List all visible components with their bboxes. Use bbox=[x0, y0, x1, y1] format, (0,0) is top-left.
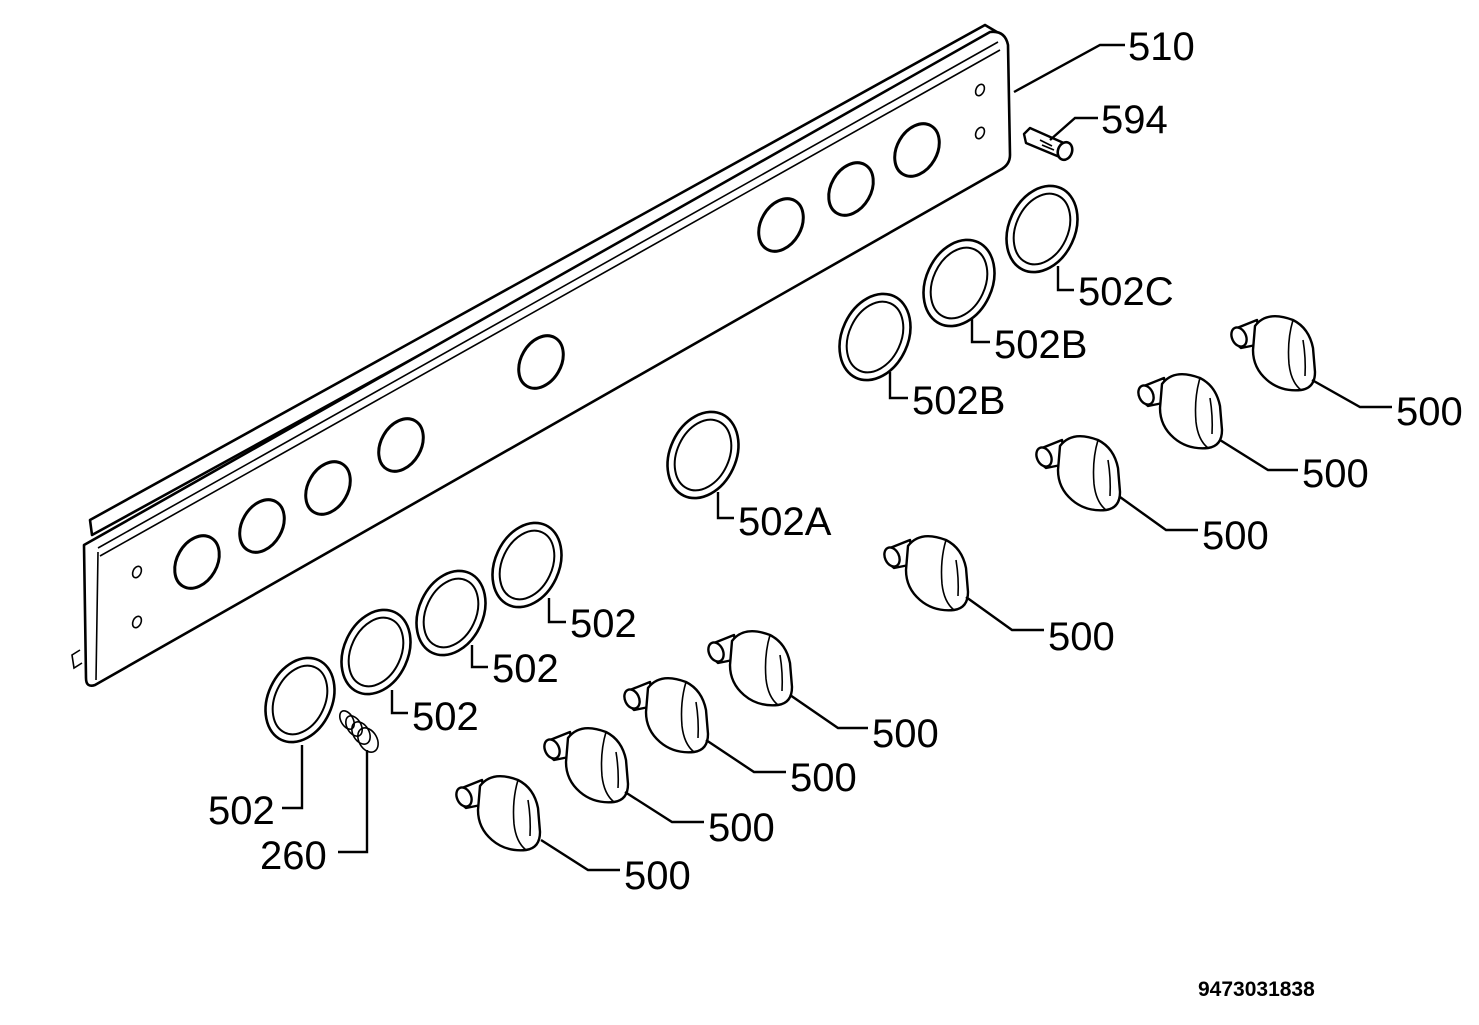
knob-3 bbox=[1035, 434, 1122, 512]
bezel-rings bbox=[264, 184, 1079, 744]
label-510: 510 bbox=[1128, 25, 1195, 69]
label-500-7: 500 bbox=[708, 806, 775, 850]
control-panel bbox=[71, 23, 1012, 687]
knob-5 bbox=[707, 629, 794, 707]
part-labels: 510 594 502C 502B 502B 502A 502 502 502 … bbox=[208, 25, 1463, 1001]
label-502b-lower: 502B bbox=[912, 379, 1005, 423]
label-500-5: 500 bbox=[872, 712, 939, 756]
pin-part bbox=[1022, 126, 1074, 162]
spring-part bbox=[338, 710, 379, 753]
label-500-3: 500 bbox=[1202, 514, 1269, 558]
label-500-4: 500 bbox=[1048, 615, 1115, 659]
label-502c: 502C bbox=[1078, 270, 1174, 314]
label-502-2: 502 bbox=[492, 647, 559, 691]
leader-lines bbox=[282, 43, 1392, 872]
document-number: 9473031838 bbox=[1198, 978, 1315, 1001]
label-500-6: 500 bbox=[790, 756, 857, 800]
knob-4 bbox=[883, 534, 970, 612]
knob-6 bbox=[623, 676, 710, 754]
label-502b-upper: 502B bbox=[994, 323, 1087, 367]
label-500-1: 500 bbox=[1396, 390, 1463, 434]
label-260: 260 bbox=[260, 834, 327, 878]
label-500-8: 500 bbox=[624, 854, 691, 898]
label-500-2: 500 bbox=[1302, 452, 1369, 496]
knob-7 bbox=[543, 726, 630, 804]
label-502-1: 502 bbox=[570, 602, 637, 646]
label-502-3: 502 bbox=[412, 695, 479, 739]
knob-2 bbox=[1137, 372, 1224, 450]
control-knobs bbox=[455, 314, 1317, 852]
knob-8 bbox=[455, 774, 542, 852]
label-502-4: 502 bbox=[208, 789, 275, 833]
label-594: 594 bbox=[1101, 98, 1168, 142]
knob-1 bbox=[1230, 314, 1317, 392]
label-502a: 502A bbox=[738, 500, 832, 544]
